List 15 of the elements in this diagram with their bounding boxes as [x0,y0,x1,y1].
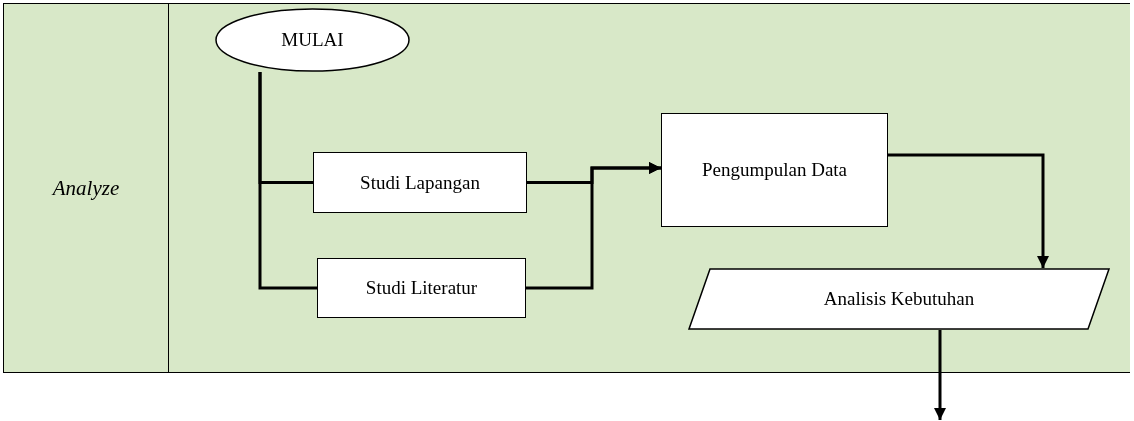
data-parallelogram [688,268,1110,330]
lane-title: Analyze [52,175,120,201]
node-label: Pengumpulan Data [701,159,848,181]
process-box [661,113,888,227]
node-label: Studi Literatur [365,277,478,299]
arrow [888,153,1049,268]
arrow [526,162,661,290]
node-label: Analisis Kebutuhan [823,288,975,310]
node-label: MULAI [281,29,344,51]
process-box [317,258,526,318]
node-label: Studi Lapangan [360,171,480,194]
arrow [934,330,946,420]
connector-line [258,72,317,290]
process-box [313,152,527,213]
start-terminal [215,8,410,72]
